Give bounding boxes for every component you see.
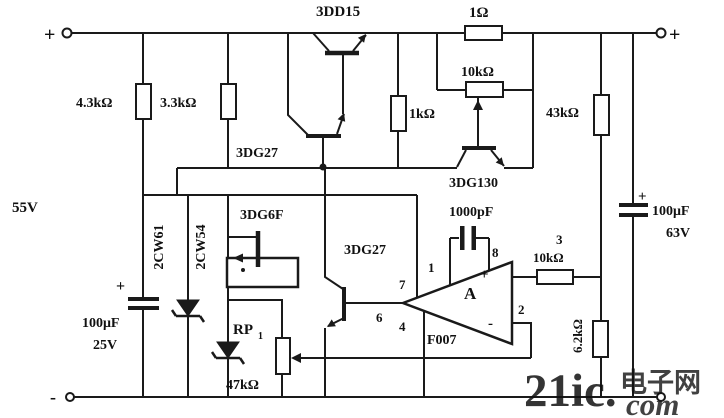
rp1-sub-label: 1: [258, 331, 263, 342]
q-driver-label: 3DG27: [236, 146, 278, 161]
wire-q-amp-collector: [324, 168, 344, 290]
resistor-43k: [593, 94, 610, 136]
rp1-value-label: 47kΩ: [226, 378, 259, 393]
cap-in-plate-top: [128, 297, 159, 301]
watermark-domain-suffix: com: [626, 387, 679, 418]
q-driver-emitter-arrow: [337, 113, 346, 122]
opamp-pin2-label: 2: [518, 302, 525, 317]
wire-pin2-loop: [512, 322, 532, 358]
capacitor-group: [128, 203, 648, 310]
q-ref-emitter-arrow: [233, 253, 243, 263]
q-pass-label: 3DD15: [316, 4, 360, 20]
zener2-bar: [210, 351, 246, 365]
cap-in-polarity-label: +: [116, 278, 125, 295]
potentiometer-rp1: [275, 337, 291, 375]
zener1-triangle: [176, 299, 200, 317]
cap-comp-plate-right: [471, 226, 476, 250]
arrowhead-group: [233, 34, 504, 363]
terminal-group: [61, 27, 667, 402]
q-amp-emitter-arrow: [327, 319, 336, 327]
pot-wiper-arrow: [473, 100, 483, 110]
label-group: + 55V - + 4.3kΩ 3.3kΩ 1kΩ 1Ω 10kΩ 43kΩ 1…: [12, 4, 690, 407]
opamp-pin8-label: 8: [492, 245, 499, 260]
wire-rp1-branch: [228, 299, 283, 397]
zener-group: [170, 299, 246, 365]
watermark-site-cn: 电子网: [620, 368, 701, 399]
terminal-minus-in-circle: [65, 392, 75, 402]
cap-comp-plate-left: [460, 226, 465, 250]
resistor-4k3: [135, 83, 152, 120]
potentiometer-10k: [465, 81, 504, 98]
q-ref-label: 3DG6F: [240, 208, 284, 223]
resistor-10k-opamp-label: 10kΩ: [533, 250, 564, 265]
resistor-4k3-label: 4.3kΩ: [76, 96, 113, 111]
cap-in-value-label: 100μF: [82, 316, 120, 331]
resistor-3k3-label: 3.3kΩ: [160, 96, 197, 111]
potentiometer-10k-label: 10kΩ: [461, 65, 494, 80]
opamp-triangle: [399, 260, 514, 346]
supply-voltage-label: 55V: [12, 200, 38, 216]
opamp-pin1-label: 1: [428, 260, 435, 275]
opamp-pin7-label: 7: [399, 277, 406, 292]
resistor-1k: [390, 95, 407, 132]
zener2-label: 2CW54: [194, 224, 209, 269]
opamp-pin3-label: 3: [556, 232, 563, 247]
terminal-plus-in-circle: [61, 27, 73, 39]
resistor-6k2: [592, 320, 609, 358]
opamp-minus-label: -: [488, 316, 493, 332]
q-ref-box-dot: [241, 268, 245, 272]
wire-comp-cap-loop: [449, 237, 490, 285]
opamp-part-label: F007: [427, 333, 457, 348]
q-limit-emitter-arrow: [495, 157, 504, 166]
q-limit-label: 3DG130: [449, 176, 498, 191]
cap-in-plate-bottom: [128, 306, 159, 310]
opamp-pin6-label: 6: [376, 310, 383, 325]
terminal-plus-out-circle: [655, 27, 667, 39]
wire-sense-network: [436, 33, 534, 169]
opamp-plus-label: +: [480, 267, 489, 283]
resistor-1ohm-label: 1Ω: [469, 5, 489, 21]
resistor-43k-label: 43kΩ: [546, 106, 579, 121]
zener2-triangle: [216, 341, 240, 359]
resistor-1ohm: [464, 25, 503, 41]
opamp-name-label: A: [464, 284, 477, 303]
zener1-bar: [170, 309, 206, 323]
rp1-wiper-arrow: [291, 353, 301, 363]
resistor-group: [135, 25, 610, 375]
terminal-minus-out-circle: [656, 392, 666, 402]
cap-out-voltage-label: 63V: [666, 226, 690, 241]
zener1-label: 2CW61: [152, 224, 167, 269]
cap-out-value-label: 100μF: [652, 204, 690, 219]
resistor-1k-label: 1kΩ: [409, 107, 435, 122]
q-pass-emitter-arrow: [357, 34, 366, 43]
terminal-plus-in-label: +: [44, 24, 55, 46]
rp1-name-label: RP: [233, 322, 253, 338]
watermark-brand: 21ic.: [524, 365, 617, 417]
wire-q-limit-collector: [456, 149, 467, 168]
terminal-minus-in-label: -: [50, 387, 56, 407]
cap-in-voltage-label: 25V: [93, 338, 117, 353]
cap-out-plate-top: [619, 203, 648, 207]
cap-comp-label: 1000pF: [449, 205, 493, 220]
resistor-10k-opamp: [536, 269, 574, 285]
resistor-3k3: [220, 83, 237, 120]
junction-dot-base-node: [319, 163, 327, 171]
cap-out-polarity-label: +: [638, 189, 647, 205]
q-amp-label: 3DG27: [344, 243, 386, 258]
cap-out-plate-bottom: [619, 213, 648, 217]
q-ref-box: [225, 256, 300, 289]
resistor-6k2-label: 6.2kΩ: [570, 319, 585, 353]
wire-base-line: [176, 167, 457, 195]
watermark: 21ic. 电子网 com: [524, 365, 701, 418]
base-bar-group: [255, 50, 496, 321]
wire-q-pass-collector: [312, 32, 330, 52]
opamp-pin4-label: 4: [399, 319, 406, 334]
wire-q-driver-collector: [287, 33, 309, 136]
terminal-plus-out-label: +: [669, 24, 680, 46]
